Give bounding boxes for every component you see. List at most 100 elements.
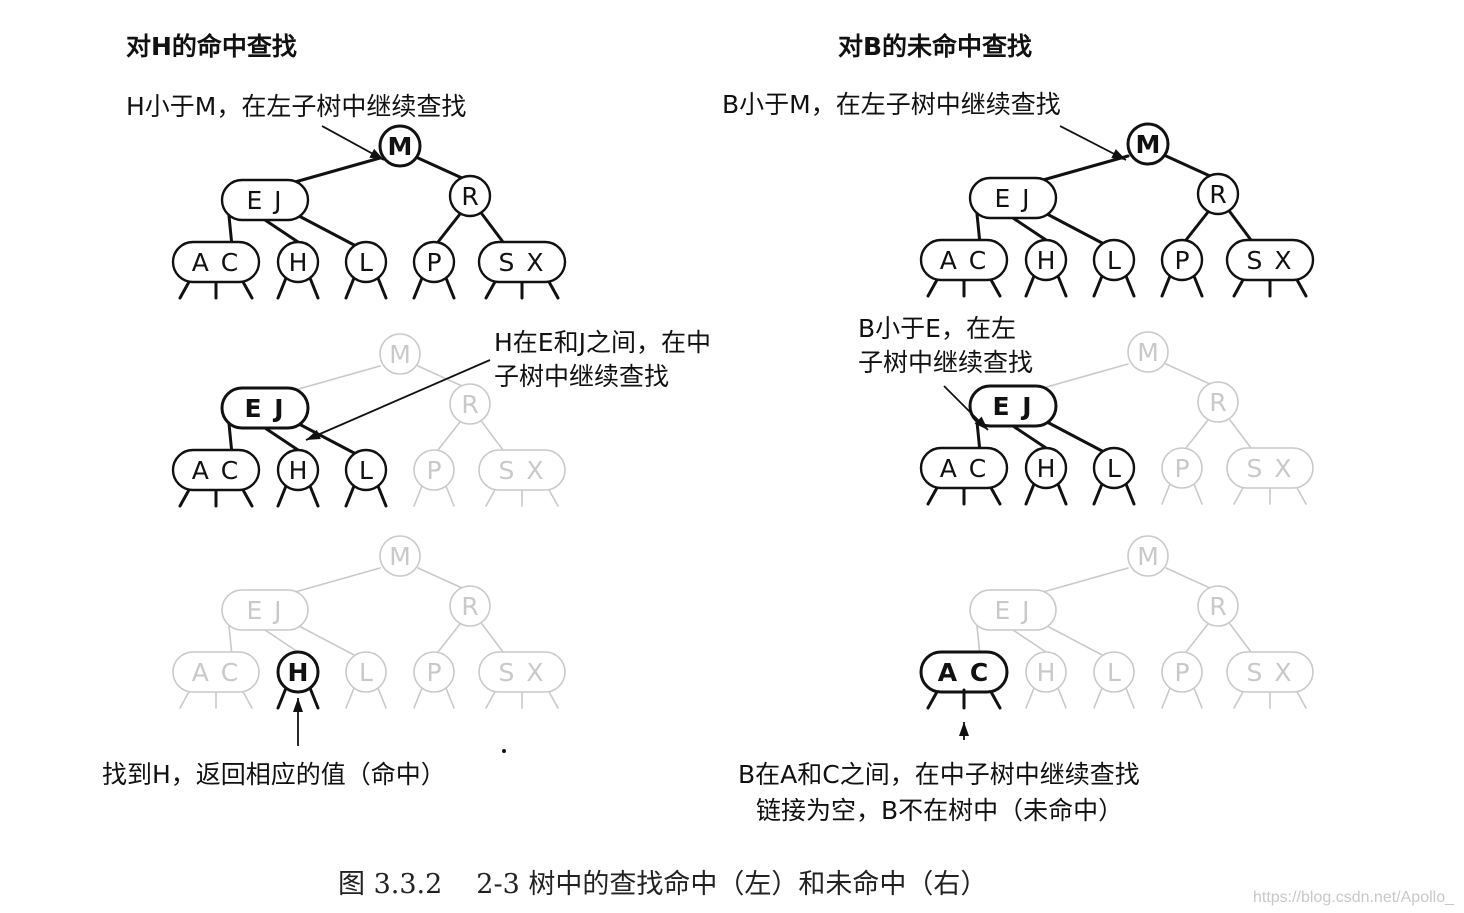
left-step1-node-p [412, 240, 456, 284]
figure-caption: 图 3.3.2 2-3 树中的查找命中（左）和未命中（右） [338, 862, 1021, 901]
right-step3-node-p [1161, 651, 1203, 693]
left-step3-null-link-l-1 [377, 687, 387, 709]
left-step1-link-ej-h [263, 218, 300, 244]
left-step3-node-l [345, 651, 387, 693]
left-step1-node-label-sx: S X [499, 248, 546, 277]
left-step2-null-link-l-0 [344, 484, 356, 508]
left-step2-null-link-l-1 [376, 484, 388, 508]
right-step1-link-r-sx [1228, 210, 1256, 246]
right-step1-node-l [1092, 238, 1136, 282]
right-step1-null-link-p-1 [1192, 274, 1204, 298]
right-step3-node-l [1093, 651, 1135, 693]
right-step2-link-m-r [1165, 363, 1211, 385]
left-step3-null-link-p-0 [413, 687, 423, 709]
right-step1-link-r-p [1184, 210, 1210, 242]
right-step3-null-link-h-1 [1057, 687, 1067, 709]
left-step1-node-m [378, 124, 422, 168]
right-step2-node-ac [919, 446, 1009, 490]
right-step2-node-h [1024, 446, 1068, 490]
left-step3-node-sx [478, 651, 566, 693]
right-step1-link-ej-h [1011, 216, 1048, 242]
left-step1-node-r [448, 174, 492, 218]
left-step2-node-label-m: M [389, 340, 411, 369]
left-step1-node-label-ej: E J [246, 186, 283, 215]
right-step3-node-label-ej: E J [994, 596, 1031, 625]
left-step2-node-label-ej: E J [244, 394, 285, 423]
left-step2-node-label-ac: A C [192, 456, 241, 485]
right-arrow-to-ac-link-head [974, 416, 988, 430]
left-step2-null-link-ac-2 [240, 486, 254, 508]
left-step1-null-link-h-1 [308, 276, 320, 300]
left-step1-node-sx [477, 240, 567, 284]
right-step3-node-label-p: P [1174, 658, 1189, 687]
left-step2-node-l [344, 448, 388, 492]
right-step1-node-ac [919, 238, 1009, 282]
left-step2-null-link-h-1 [308, 484, 320, 508]
left-step1-node-label-h: H [289, 248, 308, 277]
right-step2-link-ej-h [1011, 424, 1048, 450]
left-step3-null-link-ac-0 [179, 689, 191, 709]
right-step1-node-label-ac: A C [940, 246, 989, 275]
right-step2-null-link-p-0 [1161, 483, 1171, 505]
right-step3-node-label-sx: S X [1247, 658, 1294, 687]
right-step3-link-m-ej [1042, 567, 1129, 593]
left-step1-null-link-p-1 [444, 276, 456, 300]
left-step1-null-link-ac-2 [240, 278, 254, 300]
left-step3-link-m-ej [294, 567, 381, 593]
left-step1-null-link-l-0 [344, 276, 356, 300]
left-step1-node-label-r: R [461, 182, 478, 211]
left-step3-null-link-sx-0 [485, 689, 497, 709]
left-arrow-to-m-head [369, 148, 384, 160]
right-step3-node-ej [969, 589, 1057, 631]
right-step1-node-label-h: H [1037, 246, 1056, 275]
caption-number: 图 3.3.2 [338, 869, 443, 900]
right-step3-null-link-p-0 [1161, 687, 1171, 709]
right-step2-null-link-ac-2 [988, 484, 1002, 506]
right-step3-node-label-h: H [1037, 658, 1056, 687]
caption-text: 2-3 树中的查找命中（左）和未命中（右） [476, 869, 988, 900]
left-step1-link-m-ej [293, 156, 382, 184]
right-step3-node-label-l: L [1107, 658, 1121, 687]
left-step2-null-link-sx-0 [485, 487, 497, 507]
right-arrow-to-m-head [1111, 149, 1126, 160]
left-step1-link-r-p [436, 212, 462, 244]
right-step1-node-label-sx: S X [1247, 246, 1294, 275]
right-step2-null-link-sx-2 [1295, 485, 1307, 505]
right-step2-node-label-ej: E J [992, 392, 1033, 421]
right-step3-node-m [1127, 535, 1169, 577]
left-step2-node-ac [171, 448, 261, 492]
right-step2-node-m [1127, 331, 1169, 373]
left-step3-node-label-ac: A C [192, 658, 241, 687]
left-step1-node-l [344, 240, 388, 284]
left-step3-node-ej [221, 589, 309, 631]
left-step2-null-link-h-0 [276, 484, 288, 508]
left-step2-note-line1: H在E和J之间，在中 [494, 328, 711, 357]
right-step3-node-sx [1226, 651, 1314, 693]
right-step3-note-line1: B在A和C之间，在中子树中继续查找 [738, 760, 1140, 789]
watermark: https://blog.csdn.net/Apollo_ [1252, 889, 1454, 906]
right-step2-node-label-h: H [1037, 454, 1056, 483]
right-step1-node-p [1160, 238, 1204, 282]
right-step2-node-l [1092, 446, 1136, 490]
left-step1-null-link-sx-0 [484, 278, 498, 300]
right-step2-null-link-ac-0 [926, 484, 940, 506]
right-step1-null-link-h-1 [1056, 274, 1068, 298]
left-step3-node-r [449, 585, 491, 627]
left-step3-link-ej-h [264, 629, 299, 653]
left-arrow-to-h-link-head [306, 429, 321, 440]
left-step1-node-label-p: P [426, 248, 441, 277]
left-step3-note: 找到H，返回相应的值（命中） [102, 760, 446, 789]
right-step2-node-label-m: M [1137, 338, 1159, 367]
right-step1-null-link-l-1 [1124, 274, 1136, 298]
right-step1-node-label-m: M [1136, 130, 1161, 159]
right-step2-link-r-p [1185, 419, 1209, 449]
right-step1-null-link-ac-2 [988, 276, 1002, 298]
right-step1-null-link-sx-0 [1232, 276, 1246, 298]
left-step3-node-label-r: R [461, 592, 478, 621]
left-step3-node-label-sx: S X [499, 658, 546, 687]
left-step2-node-label-l: L [359, 456, 373, 485]
right-step2-null-link-sx-0 [1233, 485, 1245, 505]
right-step2-link-m-ej [1042, 363, 1129, 389]
left-step2-node-ej [220, 386, 310, 430]
left-step1-null-link-h-0 [276, 276, 288, 300]
